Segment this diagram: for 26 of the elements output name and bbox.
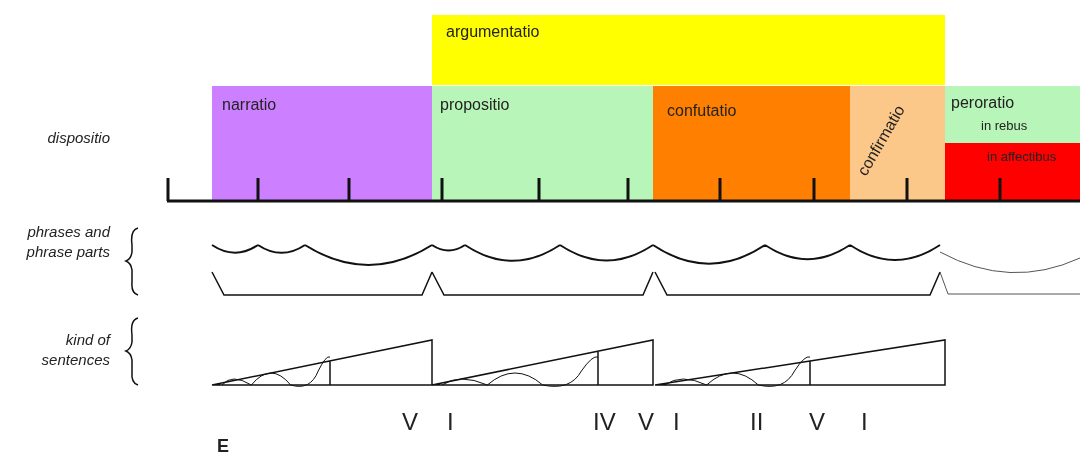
row-label: phrases and phrase parts bbox=[25, 222, 110, 262]
roman-numeral: V bbox=[402, 408, 418, 436]
roman-numeral: V bbox=[809, 408, 825, 436]
roman-numeral: I bbox=[861, 408, 868, 436]
section-label: argumentatio bbox=[446, 23, 540, 41]
section-label: narratio bbox=[222, 96, 277, 114]
section-box bbox=[850, 86, 945, 200]
roman-numeral: I bbox=[673, 408, 680, 436]
section-box bbox=[432, 15, 945, 85]
section-box bbox=[432, 86, 653, 200]
section-label: propositio bbox=[440, 96, 510, 114]
section-box bbox=[212, 86, 432, 200]
roman-numeral: I bbox=[447, 408, 454, 436]
section-box bbox=[945, 86, 1080, 143]
section-label: confutatio bbox=[667, 102, 737, 120]
panel-letter: E bbox=[217, 436, 229, 453]
section-box bbox=[945, 143, 1080, 200]
section-label: peroratio bbox=[951, 94, 1015, 112]
subsection-label: in rebus bbox=[981, 118, 1028, 133]
row-label: dispositio bbox=[46, 128, 110, 148]
roman-numeral: IV bbox=[593, 408, 616, 436]
roman-numeral: V bbox=[638, 408, 654, 436]
section-box bbox=[653, 86, 850, 200]
roman-numeral: II bbox=[750, 408, 764, 436]
section-label: in affectibus bbox=[987, 149, 1057, 164]
row-label: kind of sentences bbox=[40, 330, 110, 370]
